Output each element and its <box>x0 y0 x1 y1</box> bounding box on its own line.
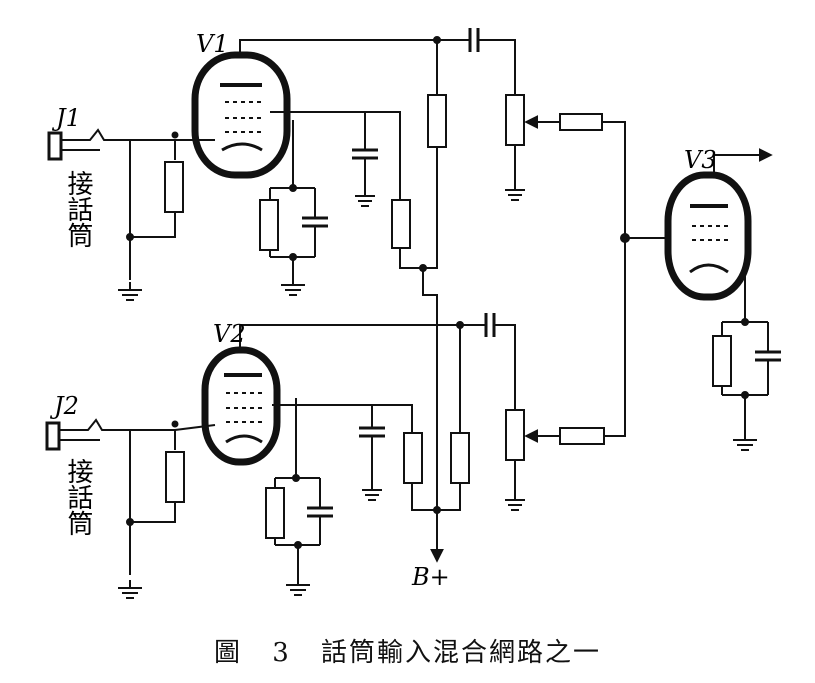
v1-volume-potentiometer <box>505 94 525 201</box>
v3-output-arrow <box>713 148 773 175</box>
v1-grid-resistor <box>164 161 184 213</box>
ground-symbol <box>286 584 310 596</box>
v1-mixing-resistor <box>559 113 603 131</box>
jack1-label: 接話筒 <box>63 170 93 248</box>
j1-label: J1 <box>51 104 81 132</box>
v2-screen-capacitor <box>359 405 385 501</box>
v3-cathode-resistor <box>712 335 732 387</box>
j2-microphone-jack <box>45 418 131 451</box>
v2-label: V2 <box>213 320 246 348</box>
v1-cathode-resistor <box>259 199 279 251</box>
v1-cathode-capacitor <box>302 188 328 257</box>
j1-microphone-jack <box>47 128 131 161</box>
ground-symbol <box>281 284 305 296</box>
v1-plate-resistor <box>427 94 447 148</box>
ground-symbol <box>733 439 757 451</box>
v2-mixing-resistor <box>559 427 605 445</box>
v2-cathode-resistor <box>265 487 285 539</box>
figure-caption: 圖 3 話筒輸入混合網路之一 <box>0 638 815 668</box>
v1-screen-capacitor <box>352 112 378 207</box>
v3-vacuum-tube <box>664 171 752 301</box>
v2-volume-potentiometer <box>505 409 525 511</box>
v2-grid-resistor <box>165 451 185 503</box>
v1-label: V1 <box>196 30 229 58</box>
jack2-label: 接話筒 <box>63 458 93 536</box>
v2-coupling-capacitor <box>460 313 516 410</box>
v2-plate-resistor <box>450 432 470 484</box>
v3-label: V3 <box>684 146 717 174</box>
v2-cathode-capacitor <box>307 478 333 545</box>
v2-vacuum-tube <box>201 346 281 466</box>
caption-fig-label: 圖 <box>213 638 242 668</box>
bplus-label: B+ <box>411 563 450 591</box>
caption-fig-number: 3 <box>272 638 291 668</box>
v1-screen-resistor <box>391 199 411 249</box>
ground-symbol <box>118 282 142 301</box>
v1-vacuum-tube <box>191 51 291 179</box>
v1-coupling-capacitor <box>437 28 516 95</box>
v2-screen-resistor <box>403 432 423 484</box>
j2-label: J2 <box>49 392 79 420</box>
caption-title: 話筒輸入混合網路之一 <box>321 638 602 668</box>
v3-cathode-capacitor <box>755 322 781 395</box>
ground-symbol <box>118 580 142 599</box>
